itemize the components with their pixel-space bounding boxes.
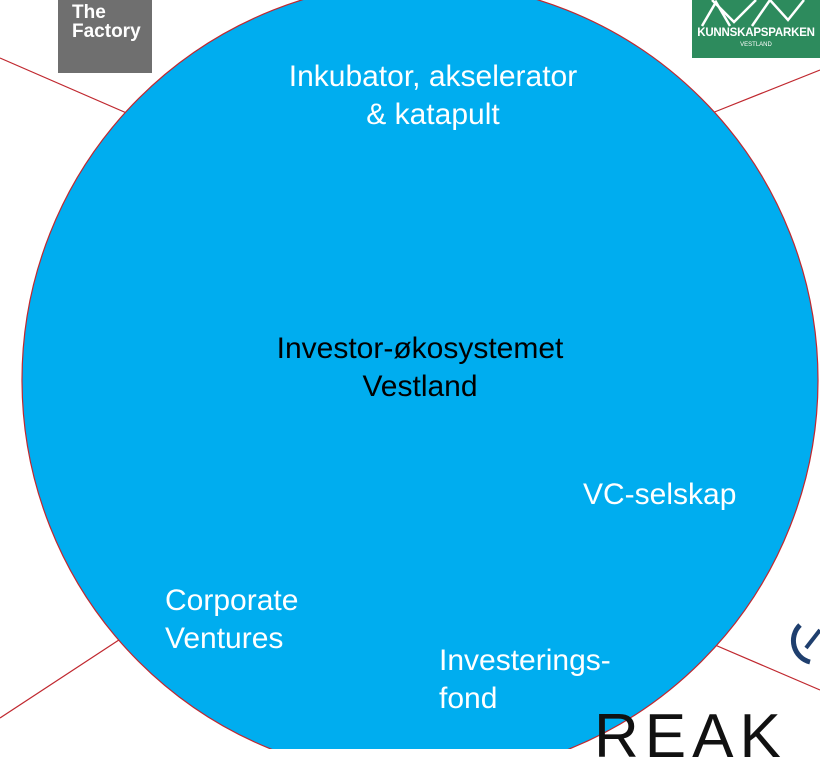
spoke-top-right <box>711 69 820 114</box>
ecosystem-circle <box>21 0 819 749</box>
partner-logo-partial <box>790 610 820 670</box>
kunnskapsparken-logo: KUNNSKAPSPARKEN VESTLAND <box>692 0 820 58</box>
reak-logo: REAK <box>594 702 787 771</box>
the-factory-logo: The Factory <box>58 0 152 73</box>
segment-label-incubator: Inkubator, akselerator & katapult <box>288 60 578 131</box>
ecosystem-diagram <box>0 0 820 749</box>
segment-label-investment-fund: Investerings- fond <box>439 644 611 715</box>
mountain-icon <box>700 0 805 27</box>
spoke-bottom-left <box>0 633 129 719</box>
spoke-top-left <box>0 57 139 119</box>
segment-label-vc: VC-selskap <box>583 478 737 511</box>
segment-label-corporate-ventures: Corporate Ventures <box>165 584 299 655</box>
center-title: Investor-økosystemet Vestland <box>276 332 564 403</box>
kunnskapsparken-subtitle: VESTLAND <box>740 42 772 48</box>
kunnskapsparken-name: KUNNSKAPSPARKEN <box>697 27 815 39</box>
